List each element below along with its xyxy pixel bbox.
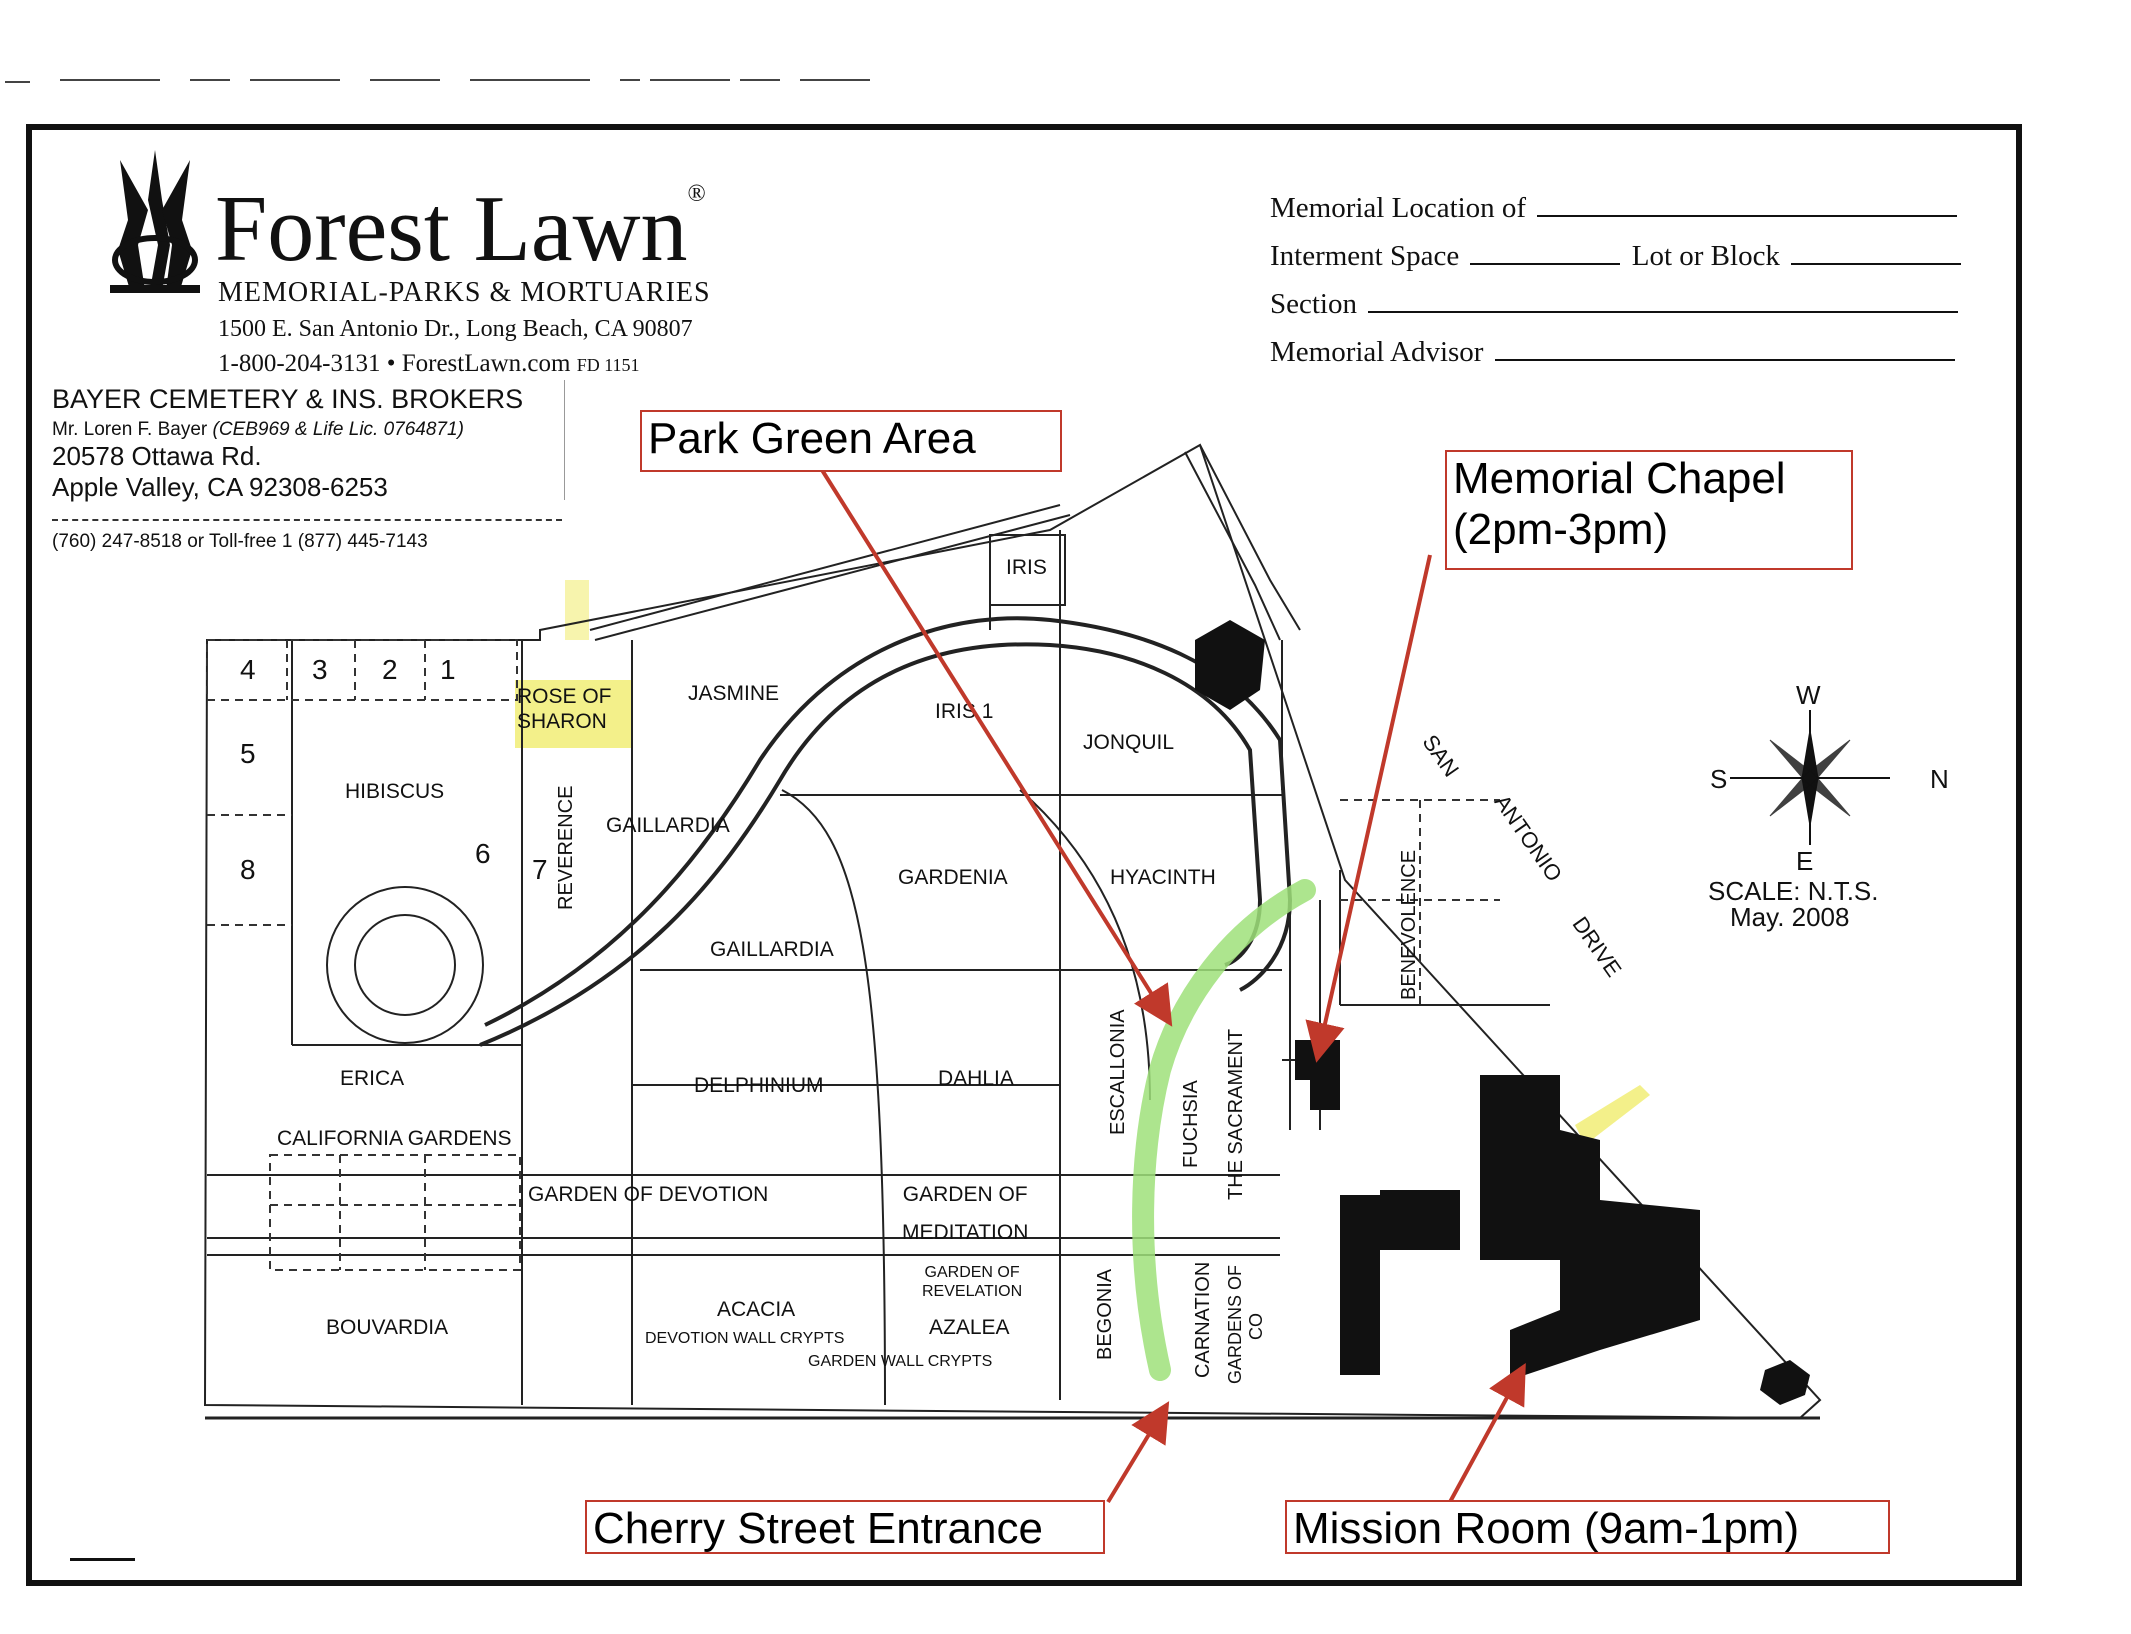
section-bouvardia: BOUVARDIA (326, 1316, 449, 1339)
callout-mission-room: Mission Room (9am-1pm) (1285, 1500, 1890, 1554)
field-memorial-advisor: Memorial Advisor (1270, 336, 1955, 369)
forest-lawn-logo-icon (110, 150, 200, 293)
section-acacia: ACACIA (717, 1298, 796, 1321)
compass-e: E (1796, 846, 1814, 876)
scan-artifact (5, 79, 870, 83)
section-jasmine: JASMINE (688, 682, 780, 705)
brand-contact: 1-800-204-3131 • ForestLawn.com FD 1151 (218, 350, 640, 377)
lot-number: 5 (240, 738, 256, 769)
rose-of-sharon-highlight (515, 680, 632, 748)
section-garden-of-devotion: GARDEN OF DEVOTION (528, 1183, 769, 1206)
highlight-strip (565, 580, 589, 640)
compass-rose-icon (1730, 710, 1890, 845)
broker-name: BAYER CEMETERY & INS. BROKERS (52, 384, 524, 414)
section-devotion-wall-crypts: DEVOTION WALL CRYPTS (645, 1330, 845, 1347)
section-gaillardia-mid: GAILLARDIA (710, 938, 834, 961)
map-date: May. 2008 (1730, 902, 1850, 932)
broker-street: 20578 Ottawa Rd. (52, 441, 262, 471)
callout-park-green-area: Park Green Area (640, 410, 1062, 472)
broker-contact: Mr. Loren F. Bayer (CEB969 & Life Lic. 0… (52, 419, 464, 440)
park-green-path (1132, 879, 1316, 1381)
lot-number: 2 (382, 654, 398, 685)
buildings (1195, 620, 1810, 1405)
section-california-gardens: CALIFORNIA GARDENS (277, 1127, 512, 1150)
lot-number: 4 (240, 654, 256, 685)
arrow-memorial-chapel (1305, 554, 1432, 1063)
section-erica: ERICA (340, 1067, 405, 1090)
compass-w: W (1796, 680, 1821, 710)
lot-number: 6 (475, 838, 491, 869)
compass-s: S (1710, 764, 1728, 794)
lot-number: 1 (440, 654, 456, 685)
section-hyacinth: HYACINTH (1110, 866, 1216, 889)
scan-mark (70, 1558, 135, 1561)
section-azalea: AZALEA (929, 1316, 1010, 1339)
broker-stamp: BAYER CEMETERY & INS. BROKERS Mr. Loren … (52, 384, 562, 553)
section-iris-top: IRIS (1006, 556, 1047, 579)
field-interment-space: Interment Space Lot or Block (1270, 240, 1962, 273)
arrow-cherry-street (1106, 1401, 1170, 1504)
building-top (1195, 620, 1265, 710)
callout-cherry-street-entrance: Cherry Street Entrance (585, 1500, 1105, 1554)
section-hibiscus: HIBISCUS (345, 780, 445, 803)
brand-name: Forest Lawn® (215, 177, 706, 281)
lot-number: 8 (240, 854, 256, 885)
arrow-park-green (820, 468, 1173, 1027)
section-delphinium: DELPHINIUM (694, 1074, 824, 1097)
section-jonquil: JONQUIL (1083, 731, 1175, 754)
main-building-block (1340, 1195, 1380, 1375)
section-dahlia: DAHLIA (938, 1067, 1014, 1090)
field-memorial-location: Memorial Location of (1270, 192, 1958, 225)
highlight-strip (1575, 1085, 1650, 1145)
brand-address: 1500 E. San Antonio Dr., Long Beach, CA … (218, 316, 693, 342)
lot-number: 3 (312, 654, 328, 685)
arrow-mission-room (1448, 1362, 1526, 1503)
compass-n: N (1930, 764, 1949, 794)
broker-phones: (760) 247-8518 or Toll-free 1 (877) 445-… (52, 531, 428, 552)
stamp-edge (564, 380, 565, 500)
section-iris: IRIS 1 (935, 700, 994, 723)
broker-city: Apple Valley, CA 92308-6253 (52, 472, 388, 502)
callout-memorial-chapel: Memorial Chapel(2pm-3pm) (1445, 450, 1853, 570)
section-gardenia: GARDENIA (898, 866, 1008, 889)
lot-number: 7 (532, 854, 548, 885)
mission-building (1480, 1075, 1700, 1380)
field-section: Section (1270, 288, 1959, 321)
map-scale: SCALE: N.T.S. (1708, 876, 1879, 906)
section-garden-wall-crypts: GARDEN WALL CRYPTS (808, 1353, 993, 1370)
section-gaillardia-top: GAILLARDIA (606, 814, 730, 837)
map-frame (26, 124, 2022, 1586)
brand-subtitle: MEMORIAL-PARKS & MORTUARIES (218, 277, 711, 308)
